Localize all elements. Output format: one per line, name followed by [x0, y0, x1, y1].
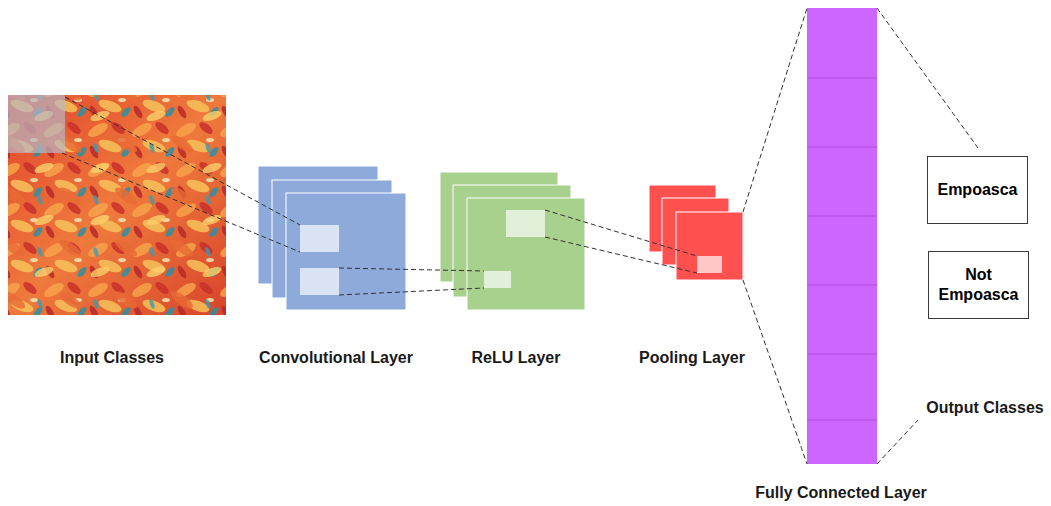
- layer-caption: Fully Connected Layer: [755, 484, 927, 502]
- layer-caption: Input Classes: [60, 349, 164, 367]
- output-class-box: Not Empoasca: [928, 251, 1029, 319]
- layer-caption: Convolutional Layer: [259, 349, 413, 367]
- class-name: Empoasca: [937, 180, 1017, 200]
- layer-caption: ReLU Layer: [472, 349, 561, 367]
- output-class-box: Empoasca: [927, 156, 1028, 224]
- class-name: Not Empoasca: [933, 265, 1024, 305]
- output-caption: Output Classes: [926, 399, 1043, 417]
- layer-caption: Pooling Layer: [639, 349, 745, 367]
